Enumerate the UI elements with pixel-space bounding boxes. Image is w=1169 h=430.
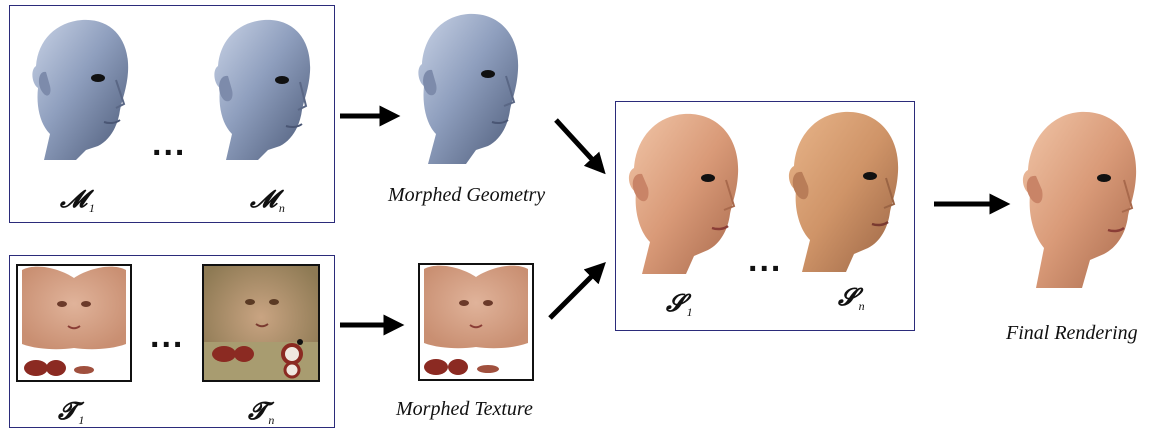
final-rendering-head (1016, 106, 1150, 294)
mesh-head-1 (24, 14, 144, 164)
rendered-head-1 (622, 108, 752, 278)
morphed-geometry-label: Morphed Geometry (388, 184, 546, 206)
arrow-morphed-texture-to-results (548, 262, 606, 320)
morphed-geometry-head (410, 8, 530, 172)
arrow-morphed-geometry-to-results (554, 118, 606, 175)
rendered-head-n (784, 106, 910, 276)
mesh-head-n (206, 14, 326, 164)
final-rendering-label: Final Rendering (1006, 322, 1138, 344)
texture-map-1 (16, 264, 132, 382)
morphed-texture-label: Morphed Texture (396, 398, 533, 420)
texture-map-n (202, 264, 320, 382)
morphed-texture-map (418, 263, 534, 381)
